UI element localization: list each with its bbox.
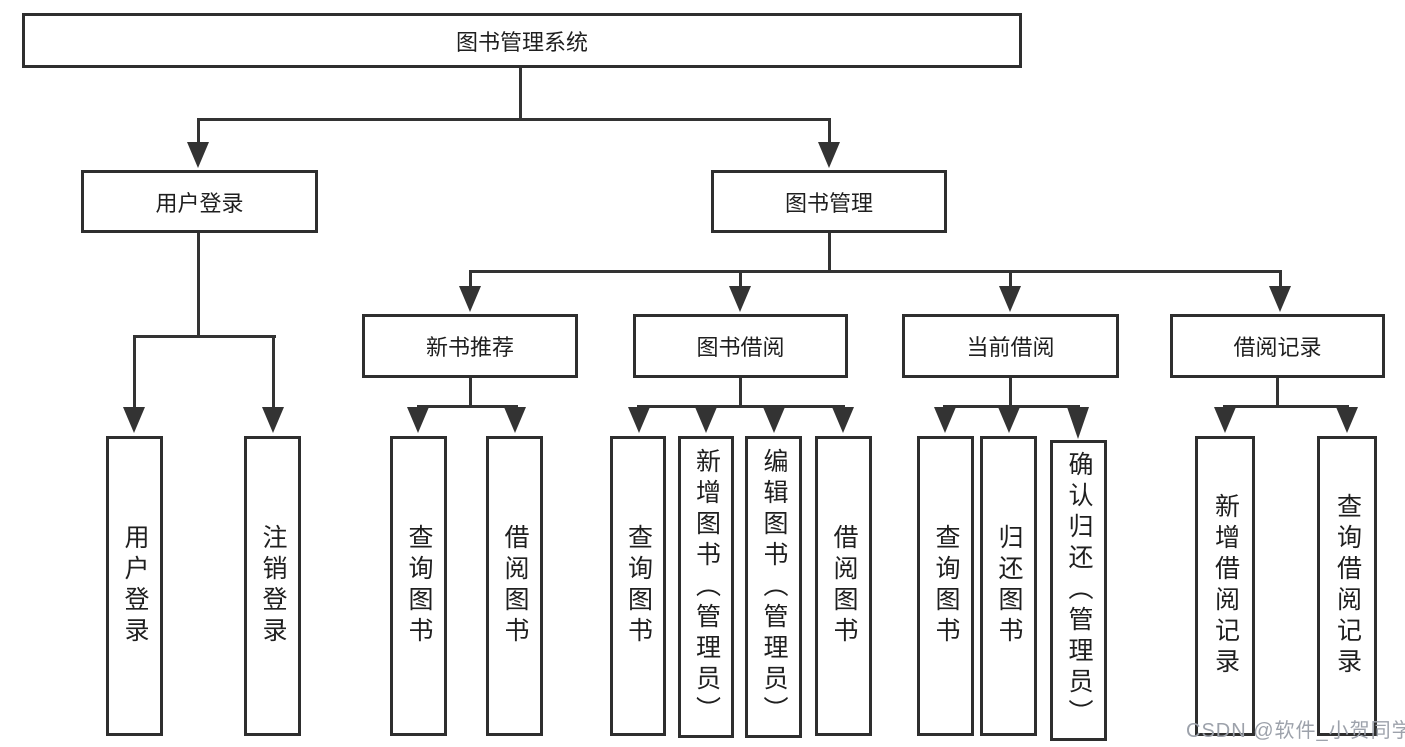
watermark: CSDN @软件_小贺同学 [1186,714,1405,743]
connector-line [1009,378,1012,407]
arrowhead-icon [123,407,145,433]
arrowhead-icon [934,407,956,433]
node-label: 当前借阅 [966,335,1055,360]
node-book-borrowing: 图书借阅 [633,314,848,378]
node-label: 查询图书 [624,524,653,648]
arrowhead-icon [998,407,1020,433]
arrowhead-icon [818,142,840,168]
node-label: 编辑图书（管理员） [760,447,788,727]
leaf-query-books-current: 查询图书 [917,436,974,736]
leaf-edit-book-admin: 编辑图书（管理员） [745,436,802,738]
connector-line [272,335,275,409]
connector-line [637,405,845,408]
arrowhead-icon [262,407,284,433]
leaf-add-book-admin: 新增图书（管理员） [678,436,734,738]
arrowhead-icon [1067,407,1089,439]
connector-line [1276,378,1279,407]
connector-line [469,270,1282,273]
arrowhead-icon [763,407,785,433]
node-label: 借阅图书 [501,524,529,648]
arrowhead-icon [504,407,526,433]
node-label: 用户登录 [121,524,149,648]
node-user-login: 用户登录 [81,170,318,233]
node-label: 借阅图书 [830,524,858,648]
node-label: 图书借阅 [696,335,785,360]
node-label: 查询图书 [932,524,960,648]
arrowhead-icon [729,286,751,312]
connector-line [469,378,472,407]
leaf-logout: 注销登录 [244,436,301,736]
node-label: 查询借阅记录 [1333,493,1362,679]
node-label: 新增图书（管理员） [692,447,721,727]
leaf-return-book: 归还图书 [980,436,1037,736]
connector-line [519,68,522,120]
connector-line [1279,270,1282,288]
connector-line [133,335,276,338]
connector-line [197,118,831,121]
connector-line [739,378,742,407]
node-label: 图书管理 [784,190,873,216]
leaf-borrow-books-recommend: 借阅图书 [486,436,543,736]
arrowhead-icon [1336,407,1358,433]
node-label: 新增借阅记录 [1211,493,1240,679]
leaf-confirm-return-admin: 确认归还（管理员） [1050,440,1107,741]
leaf-borrow-books-borrowing: 借阅图书 [815,436,872,736]
connector-line [1009,270,1012,288]
node-library-system: 图书管理系统 [22,13,1022,68]
connector-line [133,335,136,409]
arrowhead-icon [1269,286,1291,312]
node-current-borrowing: 当前借阅 [902,314,1119,378]
arrowhead-icon [459,286,481,312]
connector-line [197,118,200,146]
node-label: 借阅记录 [1233,335,1322,360]
node-borrowing-records: 借阅记录 [1170,314,1385,378]
node-label: 新书推荐 [425,335,514,360]
leaf-query-borrow-record: 查询借阅记录 [1317,436,1377,736]
node-label: 图书管理系统 [455,29,588,55]
leaf-query-books-recommend: 查询图书 [390,436,447,736]
connector-line [828,233,831,272]
connector-line [469,270,472,288]
node-label: 确认归还（管理员） [1065,451,1093,730]
node-label: 注销登录 [259,524,287,648]
connector-line [417,405,518,408]
connector-line [1223,405,1349,408]
arrowhead-icon [695,407,717,433]
connector-line [739,270,742,288]
arrowhead-icon [187,142,209,168]
node-label: 查询图书 [405,524,433,648]
arrowhead-icon [628,407,650,433]
node-book-management: 图书管理 [711,170,947,233]
arrowhead-icon [1214,407,1236,433]
leaf-user-login: 用户登录 [106,436,163,736]
arrowhead-icon [407,407,429,433]
arrowhead-icon [832,407,854,433]
node-label: 用户登录 [155,190,244,216]
connector-line [197,233,200,337]
node-new-book-recommend: 新书推荐 [362,314,578,378]
node-label: 归还图书 [995,524,1023,648]
connector-line [828,118,831,146]
connector-line [943,405,1080,408]
leaf-query-books-borrowing: 查询图书 [610,436,666,736]
arrowhead-icon [999,286,1021,312]
leaf-add-borrow-record: 新增借阅记录 [1195,436,1255,736]
watermark-text: CSDN @软件_小贺同学 [1186,720,1405,742]
